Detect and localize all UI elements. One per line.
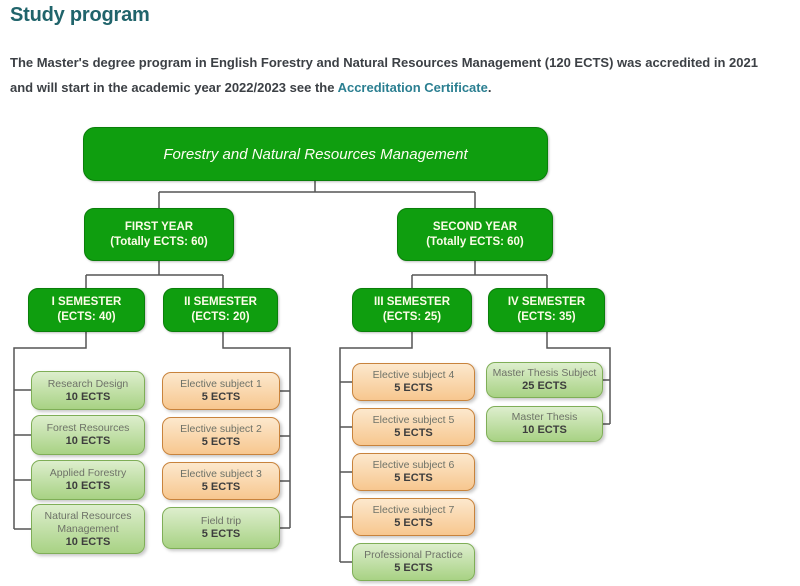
course-title: Elective subject 3 [180,468,262,480]
node-semester-4: IV SEMESTER (ECTS: 35) [488,288,605,332]
leaf-elective-subject-6: Elective subject 6 5 ECTS [352,453,475,491]
leaf-master-thesis: Master Thesis 10 ECTS [486,406,603,442]
semester-2-ects: (ECTS: 20) [191,311,250,323]
leaf-applied-forestry: Applied Forestry 10 ECTS [31,460,145,500]
intro-line-2-text: and will start in the academic year 2022… [10,80,338,95]
semester-3-ects: (ECTS: 25) [382,311,442,323]
course-title: Forest Resources [46,422,130,434]
course-title: Master Thesis Subject [492,367,597,379]
leaf-elective-subject-5: Elective subject 5 5 ECTS [352,408,475,446]
course-ects: 5 ECTS [394,472,433,484]
intro-line-2: and will start in the academic year 2022… [10,75,796,100]
leaf-elective-subject-2: Elective subject 2 5 ECTS [162,417,280,455]
leaf-elective-subject-3: Elective subject 3 5 ECTS [162,462,280,500]
second-year-ects: (Totally ECTS: 60) [426,235,524,248]
semester-2-label: II SEMESTER [184,296,257,308]
course-ects: 10 ECTS [65,480,111,492]
course-ects: 25 ECTS [522,380,567,392]
course-ects: 5 ECTS [201,481,241,493]
course-title: Elective subject 7 [372,504,455,516]
course-title: Elective subject 5 [372,414,455,426]
leaf-field-trip: Field trip 5 ECTS [162,507,280,549]
node-semester-3: III SEMESTER (ECTS: 25) [352,288,472,332]
leaf-master-thesis-subject: Master Thesis Subject 25 ECTS [486,362,603,398]
intro-line-1: The Master's degree program in English F… [10,55,758,70]
leaf-elective-subject-1: Elective subject 1 5 ECTS [162,372,280,410]
course-title: Elective subject 6 [372,459,455,471]
course-title: Applied Forestry [49,467,127,479]
course-title: Professional Practice [364,549,463,561]
course-ects: 5 ECTS [394,562,433,574]
course-ects: 5 ECTS [201,528,241,540]
leaf-elective-subject-4: Elective subject 4 5 ECTS [352,363,475,401]
node-semester-1: I SEMESTER (ECTS: 40) [28,288,145,332]
accreditation-certificate-link[interactable]: Accreditation Certificate [337,80,488,95]
semester-4-ects: (ECTS: 35) [517,311,576,323]
first-year-label: FIRST YEAR [124,220,194,233]
course-ects: 10 ECTS [65,435,111,447]
leaf-natural-resources-management: Natural Resources Management 10 ECTS [31,504,145,554]
leaf-research-design: Research Design 10 ECTS [31,371,145,410]
course-title: Master Thesis [511,411,578,423]
course-title: Field trip [200,515,242,527]
course-ects: 5 ECTS [394,427,433,439]
course-ects: 5 ECTS [394,517,433,529]
course-ects: 10 ECTS [65,535,111,548]
leaf-professional-practice: Professional Practice 5 ECTS [352,543,475,581]
intro-paragraph: The Master's degree program in English F… [10,50,796,100]
course-title: Elective subject 4 [372,369,455,381]
leaf-elective-subject-7: Elective subject 7 5 ECTS [352,498,475,536]
semester-1-ects: (ECTS: 40) [57,311,116,323]
node-root-program: Forestry and Natural Resources Managemen… [83,127,548,181]
node-semester-2: II SEMESTER (ECTS: 20) [163,288,278,332]
course-ects: 10 ECTS [522,424,567,436]
course-ects: 5 ECTS [201,391,241,403]
course-title: Research Design [47,377,129,390]
course-ects: 5 ECTS [201,436,241,448]
first-year-ects: (Totally ECTS: 60) [110,235,208,248]
node-first-year: FIRST YEAR (Totally ECTS: 60) [84,208,234,261]
semester-4-label: IV SEMESTER [507,296,586,308]
second-year-label: SECOND YEAR [432,220,518,233]
leaf-forest-resources: Forest Resources 10 ECTS [31,415,145,455]
semester-3-label: III SEMESTER [373,296,451,308]
root-program-label: Forestry and Natural Resources Managemen… [163,145,468,163]
page-title: Study program [10,4,150,26]
course-ects: 5 ECTS [394,382,433,394]
intro-line-2-period: . [487,80,492,95]
course-title: Elective subject 1 [180,378,262,390]
node-second-year: SECOND YEAR (Totally ECTS: 60) [397,208,553,261]
course-ects: 10 ECTS [65,390,111,403]
semester-1-label: I SEMESTER [51,296,122,308]
course-title: Elective subject 2 [180,423,262,435]
course-title: Natural Resources Management [44,509,132,535]
